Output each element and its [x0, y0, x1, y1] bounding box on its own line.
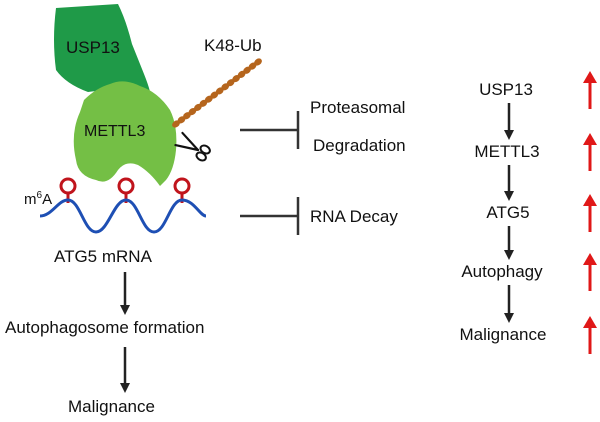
proteasomal-label: Proteasomal [310, 98, 405, 117]
usp13-label: USP13 [66, 38, 120, 57]
atg5-mrna-label: ATG5 mRNA [54, 247, 153, 266]
m6a-marker [59, 177, 77, 195]
pathway-step-malignance: Malignance [460, 325, 547, 344]
ubiquitin-bead [188, 108, 197, 116]
pathway-step-usp13: USP13 [479, 80, 533, 99]
ubiquitin-bead [199, 99, 208, 107]
pathway-step-mettl3: METTL3 [474, 142, 539, 161]
malignance-label: Malignance [68, 397, 155, 416]
usp13-protein-shape [54, 4, 152, 104]
degradation-label: Degradation [313, 136, 406, 155]
ubiquitin-bead [232, 74, 241, 83]
ubiquitin-bead [204, 95, 213, 103]
pathway-step-atg5: ATG5 [486, 203, 529, 222]
ubiquitin-bead [215, 87, 224, 95]
autophagosome-label: Autophagosome formation [5, 318, 204, 337]
k48-ubiquitin-chain [172, 58, 262, 128]
m6a-label: m6A [24, 190, 52, 208]
ubiquitin-bead [183, 112, 191, 120]
mettl3-protein-shape [73, 81, 177, 186]
ubiquitin-bead [221, 83, 230, 91]
mettl3-label: METTL3 [84, 123, 145, 140]
upregulated-arrow-icon [583, 316, 597, 354]
scissors-icon [174, 131, 211, 162]
rna-decay-label: RNA Decay [310, 207, 398, 226]
proteasomal-inhibition [240, 111, 300, 149]
upregulated-arrow-icon [583, 194, 597, 232]
ubiquitin-bead [177, 116, 186, 124]
ubiquitin-bead [210, 91, 219, 99]
ubiquitin-bead [248, 62, 257, 70]
ubiquitin-bead [243, 66, 251, 74]
m6a-marker [173, 177, 191, 195]
upregulated-arrow-icon [583, 133, 597, 171]
atg5-mrna-strand [39, 198, 207, 234]
ubiquitin-bead [254, 58, 262, 66]
k48-ub-label: K48-Ub [204, 36, 262, 55]
ubiquitin-bead [237, 70, 246, 78]
m6a-marker [117, 177, 135, 195]
upregulated-arrow-icon [583, 71, 597, 109]
rna-decay-inhibition [240, 197, 300, 235]
ubiquitin-bead [172, 120, 180, 128]
upregulated-arrow-icon [583, 253, 597, 291]
pathway-step-autophagy: Autophagy [461, 262, 543, 281]
ubiquitin-bead [226, 79, 235, 87]
ubiquitin-bead [193, 103, 202, 112]
